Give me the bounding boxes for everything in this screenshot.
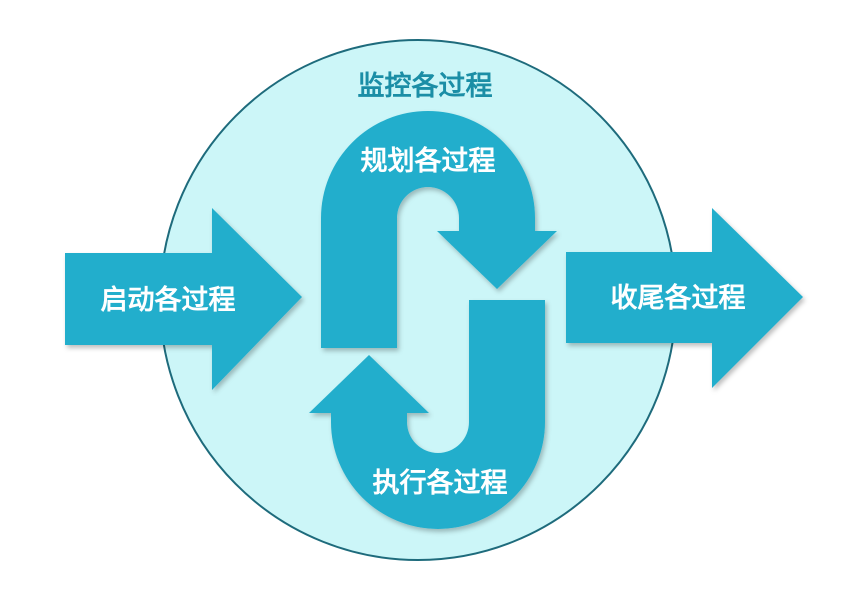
executing-label: 执行各过程 [373, 467, 508, 499]
planning-arrow [321, 111, 557, 348]
initiating-arrow [65, 208, 302, 390]
closing-arrow [566, 208, 803, 388]
executing-arrow [309, 300, 545, 529]
planning-label: 规划各过程 [361, 145, 496, 177]
closing-label: 收尾各过程 [611, 282, 746, 314]
monitor-label: 监控各过程 [358, 70, 493, 102]
initiating-label: 启动各过程 [101, 284, 236, 316]
